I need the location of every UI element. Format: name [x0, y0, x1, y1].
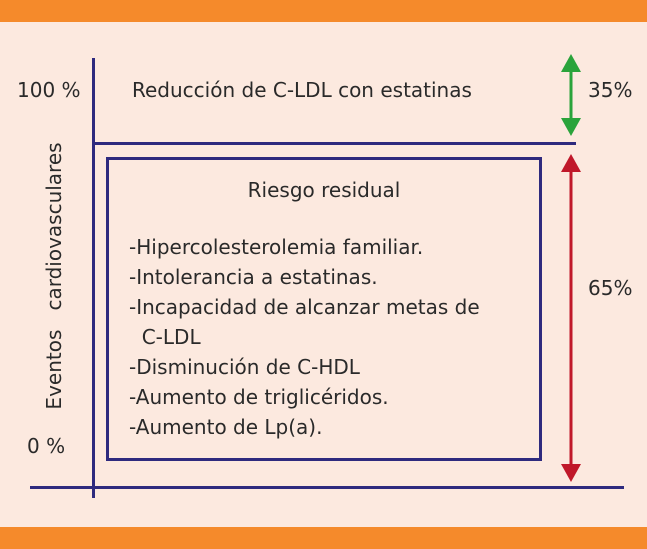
tick-0-percent: 0 % — [27, 434, 66, 458]
tick-100-percent: 100 % — [17, 78, 81, 102]
list-item: -Hipercolesterolemia familiar. — [129, 235, 424, 259]
residual-risk-percent: 65% — [588, 276, 633, 300]
list-item: -Disminución de C-HDL — [129, 355, 360, 379]
hundred-percent-line — [92, 142, 576, 145]
list-item: -Intolerancia a estatinas. — [129, 265, 378, 289]
top-orange-band — [0, 0, 647, 22]
baseline — [30, 486, 624, 489]
list-item: C-LDL — [129, 325, 201, 349]
list-item: -Aumento de triglicéridos. — [129, 385, 389, 409]
residual-risk-box: Riesgo residual -Hipercolesterolemia fam… — [106, 157, 542, 461]
y-axis-line — [92, 58, 95, 498]
green-double-arrow — [561, 54, 581, 136]
red-double-arrow — [561, 154, 581, 482]
residual-risk-title: Riesgo residual — [247, 178, 401, 202]
residual-risk-list: -Hipercolesterolemia familiar. -Intolera… — [129, 232, 480, 442]
statin-reduction-percent: 35% — [588, 78, 633, 102]
list-item: -Incapacidad de alcanzar metas de — [129, 295, 480, 319]
list-item: -Aumento de Lp(a). — [129, 415, 323, 439]
bottom-orange-band — [0, 527, 647, 549]
statin-reduction-label: Reducción de C-LDL con estatinas — [132, 78, 472, 102]
